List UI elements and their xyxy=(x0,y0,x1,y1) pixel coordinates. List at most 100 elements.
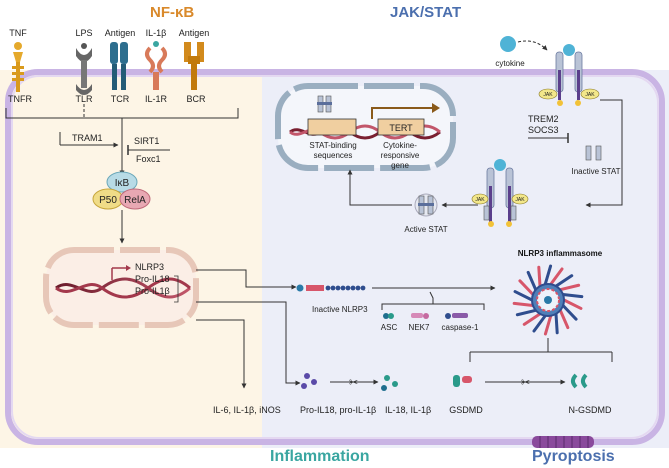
svg-text:JAK: JAK xyxy=(515,197,525,203)
jakstat-title: JAK/STAT xyxy=(390,4,461,21)
inflammasome-spoke xyxy=(518,279,535,297)
responsive-gene-label: Cytokine- xyxy=(383,141,417,150)
svg-text:JAK: JAK xyxy=(585,92,595,98)
svg-text:SIRT1: SIRT1 xyxy=(134,136,159,146)
trem2-socs3-inhibitor: TREM2 SOCS3 xyxy=(528,114,569,143)
inactive-nlrp3: Inactive NLRP3 xyxy=(296,284,368,314)
receptor-label: TLR xyxy=(75,94,93,104)
responsive-gene-label: responsive xyxy=(381,151,420,160)
svg-text:TERT: TERT xyxy=(389,123,413,133)
svg-text:NEK7: NEK7 xyxy=(409,323,430,332)
svg-text:GSDMD: GSDMD xyxy=(449,405,483,415)
svg-text:P50: P50 xyxy=(99,195,117,206)
tcr-receptor xyxy=(110,42,128,90)
pro-il-cleavage: Pro-IL18, pro-IL-1β ✂ IL-18, IL-1β xyxy=(300,373,431,415)
ligand-label: IL-1β xyxy=(146,28,167,38)
active-stat: Active STAT xyxy=(404,193,448,234)
pyroptosis-title: Pyroptosis xyxy=(532,448,615,465)
svg-text:JAK: JAK xyxy=(543,92,553,98)
svg-text:JAK: JAK xyxy=(475,197,485,203)
ligand-label: LPS xyxy=(75,28,92,38)
responsive-gene-label: gene xyxy=(391,161,409,170)
tnf-receptor xyxy=(12,42,24,92)
inflammasome-components: ASC NEK7 caspase-1 xyxy=(381,313,479,332)
jak-receptor-bottom: JAK JAK xyxy=(471,159,529,227)
svg-text:RelA: RelA xyxy=(124,195,146,206)
ligand-label: Antigen xyxy=(105,28,136,38)
nucleus-jakstat: TERT STAT-binding sequences Cytokine- re… xyxy=(275,83,456,171)
inflammasome-spoke xyxy=(561,303,578,321)
gsdmd-pore xyxy=(532,436,594,448)
tert-box xyxy=(377,118,425,136)
inflammasome-spoke xyxy=(558,308,570,330)
components-bracket xyxy=(381,291,485,310)
nfkb-title: NF-κB xyxy=(150,4,194,21)
svg-text:Active STAT: Active STAT xyxy=(404,225,447,234)
svg-text:ASC: ASC xyxy=(381,323,398,332)
nucleus-gene: NLRP3 xyxy=(135,262,164,272)
bcr-receptor xyxy=(184,42,204,90)
nucleus-nfkb: NLRP3 Pro-IL18 Pro-IL1β xyxy=(43,247,199,328)
svg-text:IκB: IκB xyxy=(115,178,130,189)
svg-text:IL-18, IL-1β: IL-18, IL-1β xyxy=(385,405,431,415)
inflammasome-spoke xyxy=(561,293,584,299)
nucleus-gene: Pro-IL18 xyxy=(135,274,170,284)
inflammation-title: Inflammation xyxy=(270,448,370,465)
receptor-label: BCR xyxy=(186,94,206,104)
cytokines-output: IL-6, IL-1β, iNOS xyxy=(213,405,281,415)
tlr-receptor xyxy=(76,43,92,95)
inflammasome-spoke xyxy=(562,298,583,310)
svg-text:Inactive STAT: Inactive STAT xyxy=(571,167,620,176)
nucleus-gene: Pro-IL1β xyxy=(135,286,170,296)
svg-text:N-GSDMD: N-GSDMD xyxy=(569,405,612,415)
svg-text:Foxc1: Foxc1 xyxy=(136,154,161,164)
jak-receptor-top: JAK JAK xyxy=(538,44,600,106)
jak-to-stat-arrow xyxy=(585,99,623,208)
nfkb-complex: IκB P50 RelA xyxy=(92,171,151,210)
gsdmd-cleavage: GSDMD ✂ N-GSDMD xyxy=(449,373,612,415)
receptor-label: TNFR xyxy=(8,94,32,104)
receptor-bracket xyxy=(5,104,239,176)
receptor-label: TCR xyxy=(111,94,130,104)
stat-binding-box xyxy=(307,118,357,136)
cell-membrane xyxy=(5,69,665,445)
cytokine-ligand: cytokine xyxy=(495,36,548,68)
svg-text:TRAM1: TRAM1 xyxy=(72,133,103,143)
active-stat-to-nucleus-arrow xyxy=(347,169,412,206)
nucleus-output-arrows xyxy=(196,269,301,389)
inflammasome-spoke xyxy=(522,312,542,326)
cell-membrane-inner xyxy=(11,75,659,439)
inflammasome-spoke xyxy=(554,274,574,288)
svg-text:Pro-IL18, pro-IL-1β: Pro-IL18, pro-IL-1β xyxy=(300,405,376,415)
inflammasome-spoke xyxy=(532,314,547,333)
svg-text:cytokine: cytokine xyxy=(495,59,525,68)
scissors-icon: ✂ xyxy=(349,377,358,389)
inflammasome-spoke xyxy=(515,308,538,317)
inflammasome-spoke xyxy=(543,264,553,286)
inflammasome-spoke xyxy=(512,301,535,307)
inflammasome-spoke xyxy=(526,270,538,292)
inflammasome-output-arrows xyxy=(469,338,613,362)
receptor-label: IL-1R xyxy=(145,94,168,104)
inactive-stat: Inactive STAT xyxy=(571,145,621,176)
inflammasome-title: NLRP3 inflammasome xyxy=(518,249,603,258)
stat-binding-label: sequences xyxy=(314,151,353,160)
svg-text:caspase-1: caspase-1 xyxy=(442,323,479,332)
inflammasome-spoke xyxy=(554,312,559,335)
ligand-label: Antigen xyxy=(179,28,210,38)
inflammasome-spoke xyxy=(537,265,542,288)
inflammasome-spoke xyxy=(558,283,581,292)
inflammasome-spoke xyxy=(549,267,564,286)
stat-binding-label: STAT-binding xyxy=(309,141,356,150)
nlrp3-inflammasome xyxy=(512,264,584,336)
svg-text:SOCS3: SOCS3 xyxy=(528,125,559,135)
inflammasome-spoke xyxy=(513,290,534,302)
stat-dimer-bound xyxy=(317,95,332,113)
scissors-icon: ✂ xyxy=(521,377,530,389)
ligand-label: TNF xyxy=(9,28,27,38)
svg-text:TREM2: TREM2 xyxy=(528,114,559,124)
sirt1-foxc1-inhibitor: SIRT1 Foxc1 xyxy=(127,136,170,164)
inflammasome-spoke xyxy=(543,314,553,336)
svg-text:Inactive NLRP3: Inactive NLRP3 xyxy=(312,305,368,314)
